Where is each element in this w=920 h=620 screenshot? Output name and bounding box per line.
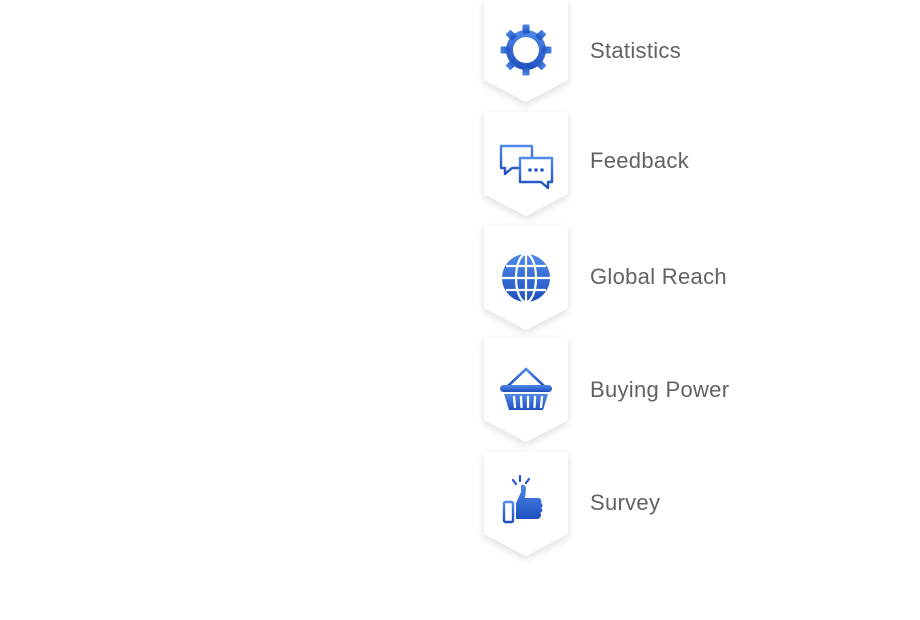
- feature-label: Statistics: [590, 38, 682, 63]
- thumbs-up-icon: [498, 474, 554, 530]
- hex-badge: [478, 0, 574, 102]
- feature-label: Feedback: [590, 148, 690, 173]
- feature-item-global-reach[interactable]: Global Reach: [478, 226, 898, 330]
- feature-item-buying-power[interactable]: Buying Power: [478, 338, 898, 442]
- hex-badge: [478, 338, 574, 442]
- gear-icon: [498, 22, 554, 78]
- feature-list: Statistics: [478, 0, 898, 620]
- feature-item-survey[interactable]: Survey: [478, 452, 898, 556]
- feature-item-statistics[interactable]: Statistics: [478, 0, 898, 102]
- feature-label: Buying Power: [590, 377, 730, 402]
- basket-icon: [498, 364, 554, 420]
- globe-icon: [498, 250, 554, 306]
- feature-item-feedback[interactable]: Feedback: [478, 112, 898, 216]
- feature-label: Global Reach: [590, 264, 727, 289]
- chat-bubbles-icon: [498, 138, 554, 194]
- hex-badge: [478, 226, 574, 330]
- feature-label: Survey: [590, 490, 661, 515]
- hex-badge: [478, 452, 574, 556]
- hex-badge: [478, 112, 574, 216]
